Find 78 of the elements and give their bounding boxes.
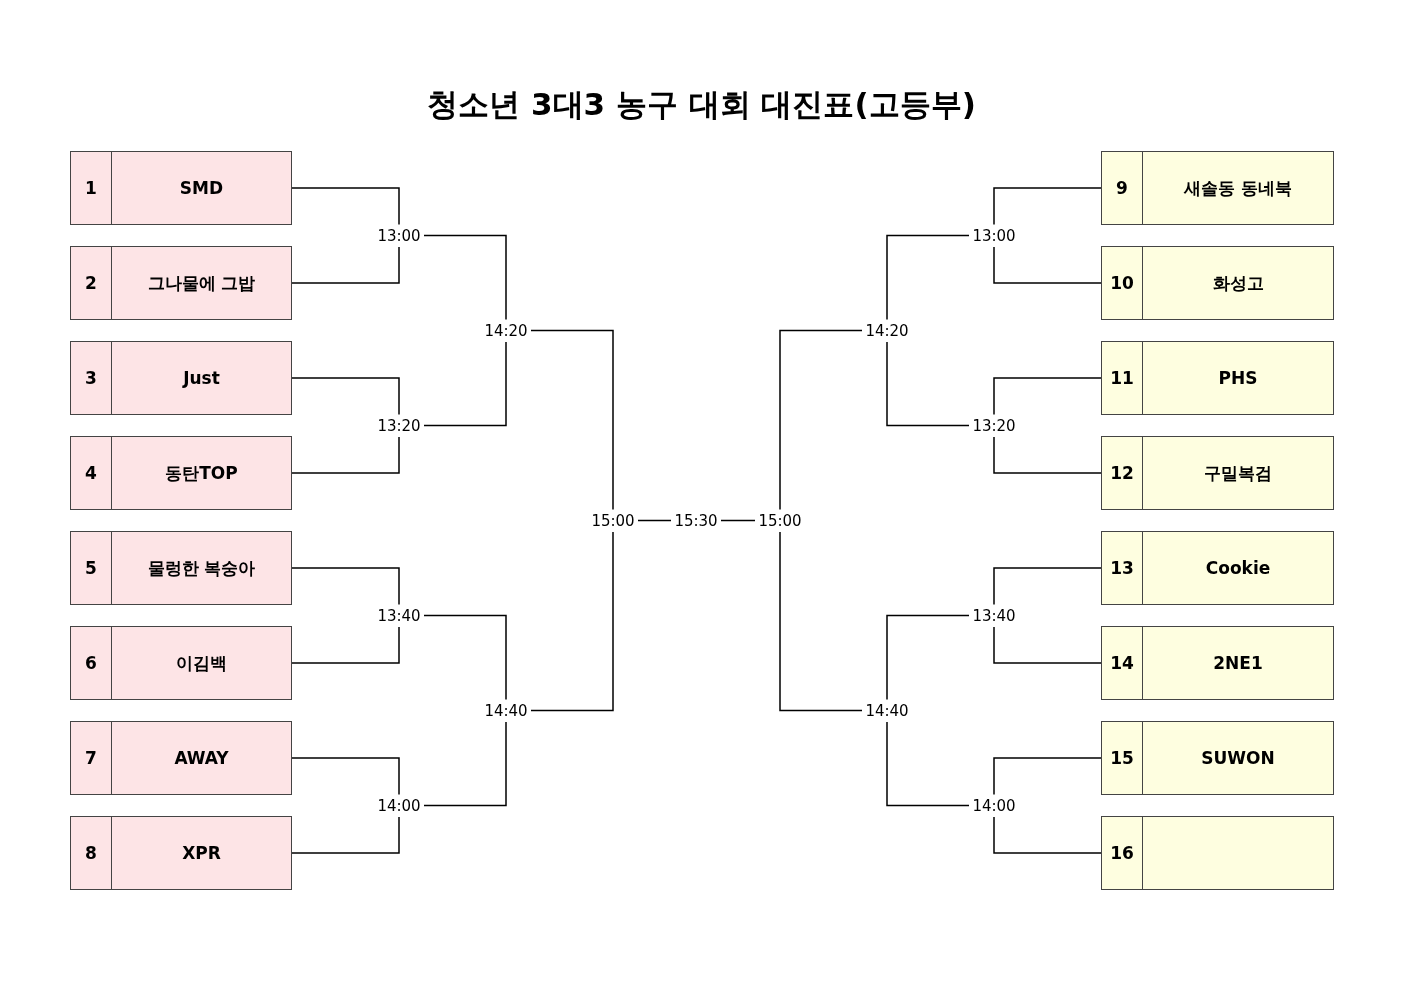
bracket-line (993, 625, 1102, 664)
team-name: XPR (181, 842, 222, 865)
bracket-line (291, 435, 400, 474)
team-box (1101, 436, 1334, 510)
bracket-line (993, 757, 1102, 796)
seed-number: 9 (1102, 152, 1143, 224)
bracket-line (886, 340, 970, 427)
bracket-title: 청소년 3대3 농구 대회 대진표(고등부) (426, 85, 977, 124)
bracket-line (886, 234, 970, 321)
team-name: Just (181, 367, 221, 390)
team-box (70, 626, 292, 700)
seed-number: 13 (1102, 532, 1143, 604)
team-box (1101, 816, 1334, 890)
team-box (70, 246, 292, 320)
team-name: 구밀복검 (1203, 461, 1273, 485)
team-name: 물렁한 복숭아 (146, 556, 257, 580)
seed-number: 14 (1102, 627, 1143, 699)
bracket-line (291, 245, 400, 284)
bracket-line (993, 435, 1102, 474)
bracket-line (993, 815, 1102, 854)
seed-number: 11 (1102, 342, 1143, 414)
team-name: 그나물에 그밥 (146, 271, 257, 295)
team-box (1101, 721, 1334, 795)
bracket-line (530, 329, 614, 511)
team-name: SMD (178, 177, 225, 200)
team-box (1101, 246, 1334, 320)
team-name: 이김백 (175, 651, 228, 675)
team-box (1101, 626, 1334, 700)
bracket-line (993, 567, 1102, 606)
bracket-line (993, 377, 1102, 416)
seed-number: 10 (1102, 247, 1143, 319)
team-box (1101, 341, 1334, 415)
bracket-line (886, 614, 970, 701)
team-box (70, 531, 292, 605)
team-name: 동탄TOP (164, 461, 239, 485)
team-box (1101, 151, 1334, 225)
seed-number: 7 (71, 722, 112, 794)
bracket-line (291, 377, 400, 416)
team-name: PHS (1217, 367, 1259, 390)
team-box (70, 151, 292, 225)
bracket-line (423, 340, 507, 427)
team-name: Cookie (1204, 557, 1272, 580)
seed-number: 6 (71, 627, 112, 699)
seed-number: 2 (71, 247, 112, 319)
bracket-line (423, 614, 507, 701)
seed-number: 4 (71, 437, 112, 509)
bracket-line (779, 530, 863, 712)
bracket-line (720, 519, 756, 522)
seed-number: 1 (71, 152, 112, 224)
bracket-line (423, 234, 507, 321)
bracket-line (291, 625, 400, 664)
team-name: AWAY (173, 747, 230, 770)
bracket-line (993, 187, 1102, 226)
bracket-line (291, 757, 400, 796)
seed-number: 16 (1102, 817, 1143, 889)
bracket-line (291, 567, 400, 606)
seed-number: 3 (71, 342, 112, 414)
team-box (70, 341, 292, 415)
team-box (70, 436, 292, 510)
bracket-line (637, 519, 672, 522)
bracket-line (423, 720, 507, 807)
bracket-line (886, 720, 970, 807)
team-name: SUWON (1200, 747, 1276, 770)
team-name: 화성고 (1211, 271, 1265, 295)
team-box (70, 816, 292, 890)
team-name: 새솔동 동네북 (1183, 176, 1293, 200)
seed-number: 12 (1102, 437, 1143, 509)
bracket-line (291, 187, 400, 226)
bracket-line (530, 530, 614, 712)
team-box (70, 721, 292, 795)
bracket-line (993, 245, 1102, 284)
team-name: 2NE1 (1212, 652, 1264, 675)
seed-number: 8 (71, 817, 112, 889)
bracket-line (779, 329, 863, 511)
seed-number: 15 (1102, 722, 1143, 794)
bracket-line (291, 815, 400, 854)
team-box (1101, 531, 1334, 605)
seed-number: 5 (71, 532, 112, 604)
